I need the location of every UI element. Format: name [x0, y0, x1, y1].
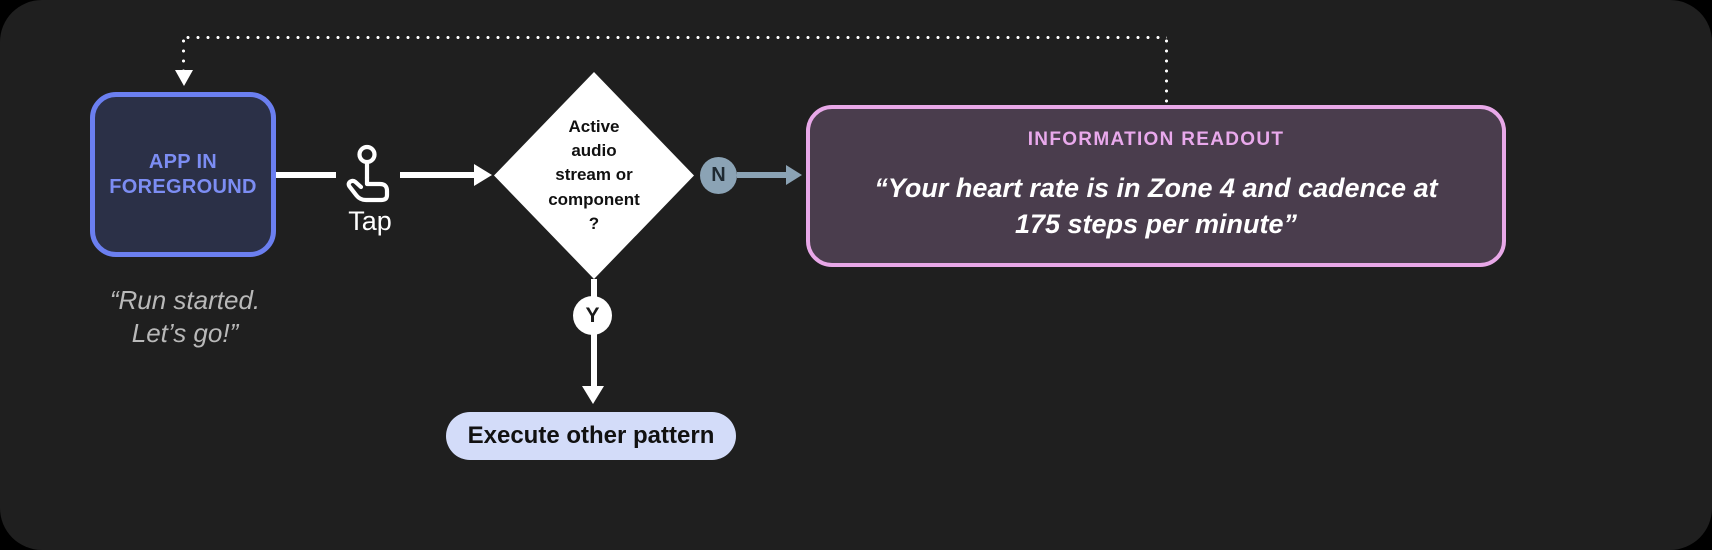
decision-label-line4: component — [548, 189, 640, 209]
information-readout-body: “Your heart rate is in Zone 4 and cadenc… — [874, 171, 1437, 243]
node-app-in-foreground[interactable]: APP IN FOREGROUND — [90, 92, 276, 257]
node-execute-other-pattern[interactable]: Execute other pattern — [446, 412, 736, 460]
app-caption-line2: Let’s go!” — [131, 318, 239, 349]
edge-tap-to-decision — [400, 172, 478, 178]
edge-tap-to-decision-arrowhead-icon — [474, 164, 492, 186]
information-readout-line1: “Your heart rate is in Zone 4 and cadenc… — [874, 173, 1438, 204]
branch-badge-yes: Y — [573, 296, 612, 335]
tap-gesture-icon — [342, 144, 398, 204]
node-information-readout[interactable]: INFORMATION READOUT “Your heart rate is … — [806, 105, 1506, 267]
feedback-loop-right-segment — [1165, 36, 1168, 108]
edge-yes-to-pill — [591, 334, 597, 389]
edge-no-to-readout — [737, 172, 789, 178]
feedback-loop-arrowhead-icon — [175, 70, 193, 86]
feedback-loop-top-segment — [183, 36, 1167, 39]
information-readout-line2: 175 steps per minute” — [1014, 209, 1298, 239]
decision-label: Active audio stream or component ? — [494, 72, 694, 279]
app-caption-line1: “Run started. — [109, 285, 261, 315]
decision-label-line3: stream or — [555, 165, 633, 185]
tap-gesture-label: Tap — [348, 206, 392, 236]
feedback-loop-left-segment — [182, 36, 185, 73]
information-readout-title: INFORMATION READOUT — [1027, 129, 1285, 151]
app-in-foreground-label: APP IN FOREGROUND — [109, 150, 256, 200]
node-decision-audio-stream[interactable]: Active audio stream or component ? — [494, 72, 694, 279]
decision-label-line2: audio — [571, 141, 617, 161]
app-in-foreground-label-line1: APP IN — [148, 150, 218, 173]
app-in-foreground-caption: “Run started. Let’s go!” — [60, 284, 310, 351]
edge-no-to-readout-arrowhead-icon — [786, 165, 802, 185]
edge-app-to-tap — [276, 172, 336, 178]
decision-label-line1: Active — [568, 117, 620, 137]
edge-yes-to-pill-arrowhead-icon — [582, 386, 604, 404]
app-in-foreground-label-line2: FOREGROUND — [109, 175, 257, 198]
decision-label-line5: ? — [588, 213, 600, 233]
edge-decision-to-yes — [591, 279, 597, 298]
branch-badge-no: N — [700, 157, 737, 194]
